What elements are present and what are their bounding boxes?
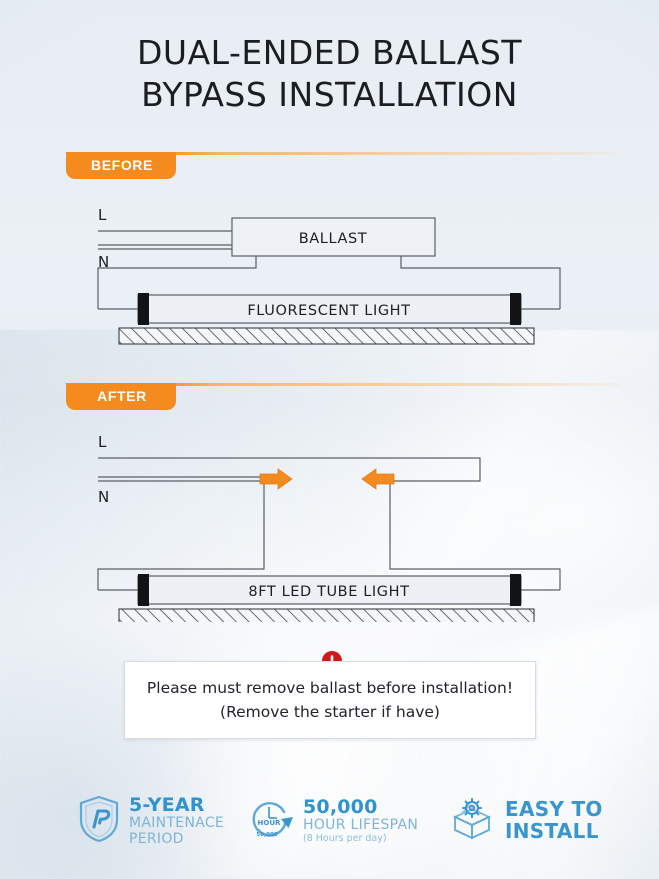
feature-badges: 5-YEAR MAINTENACE PERIOD HOUR 50,000 50,… — [0, 790, 659, 852]
before-label-N: N — [98, 253, 109, 271]
after-label-N: N — [98, 488, 109, 506]
before-label-L: L — [98, 206, 107, 224]
svg-text:HOUR: HOUR — [258, 819, 281, 827]
connector-arrow-right — [361, 468, 395, 490]
svg-text:50,000: 50,000 — [256, 832, 277, 838]
feature-install-title: EASY TO — [505, 797, 603, 822]
before-badge: BEFORE — [66, 152, 176, 179]
connector-arrow-left — [259, 468, 293, 490]
warning-text-line-1: Please must remove ballast before instal… — [146, 678, 514, 697]
before-divider-rule — [66, 152, 619, 155]
feature-warranty-sub-1: MAINTENACE — [129, 815, 225, 832]
before-wiring-diagram: L N BALLAST FLUORESCENT LIGHT — [84, 205, 584, 345]
open-box-gear-icon — [448, 795, 496, 848]
feature-warranty: 5-YEAR MAINTENACE PERIOD — [78, 795, 224, 848]
tube-endcap-right — [510, 293, 521, 325]
before-label-fixture: FLUORESCENT LIGHT — [247, 303, 410, 319]
before-label-ballast: BALLAST — [299, 231, 368, 247]
feature-warranty-title: 5-YEAR — [129, 794, 205, 817]
feature-lifespan-title: 50,000 — [303, 795, 378, 818]
feature-warranty-text: 5-YEAR MAINTENACE PERIOD — [129, 794, 225, 847]
feature-lifespan-sub-1: HOUR LIFESPAN — [303, 817, 419, 834]
warning-text-line-2: (Remove the starter if have) — [220, 703, 440, 721]
after-badge: AFTER — [66, 383, 176, 410]
led-endcap-right — [510, 574, 521, 606]
tube-endcap-left — [138, 293, 149, 325]
feature-lifespan-text: 50,000 HOUR LIFESPAN (8 Hours per day) — [303, 795, 419, 845]
feature-lifespan: HOUR 50,000 50,000 HOUR LIFESPAN (8 Hour… — [248, 795, 418, 848]
after-divider-rule — [66, 383, 619, 386]
led-endcap-left — [138, 574, 149, 606]
warning-box: Please must remove ballast before instal… — [124, 661, 536, 739]
shield-p-icon — [78, 795, 120, 848]
page-title-line-1: DUAL-ENDED BALLAST — [137, 33, 522, 72]
feature-install-text: EASY TO INSTALL — [505, 799, 603, 842]
feature-warranty-sub-2: PERIOD — [129, 830, 184, 847]
after-wiring-diagram: L N 8FT LED TUBE LIGHT — [84, 432, 584, 622]
feature-install-sub: INSTALL — [505, 819, 599, 843]
after-label-fixture: 8FT LED TUBE LIGHT — [248, 584, 409, 600]
page-title-line-2: BYPASS INSTALLATION — [141, 75, 518, 115]
after-label-L: L — [98, 433, 107, 451]
feature-install: EASY TO INSTALL — [448, 795, 603, 848]
clock-arrow-icon: HOUR 50,000 — [248, 795, 294, 848]
feature-lifespan-sub-2: (8 Hours per day) — [303, 833, 387, 845]
page-title: DUAL-ENDED BALLAST BYPASS INSTALLATION — [0, 32, 659, 116]
